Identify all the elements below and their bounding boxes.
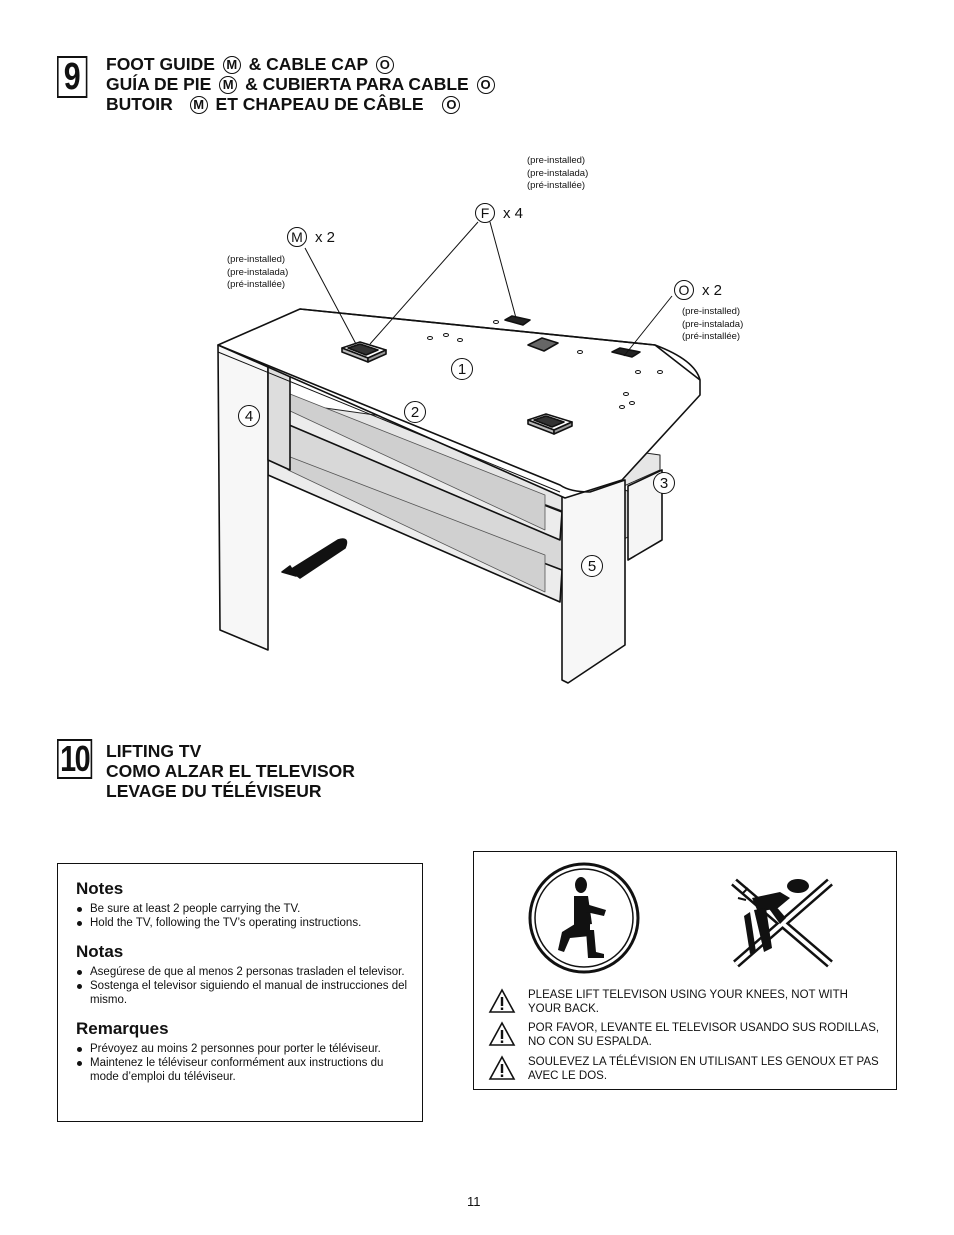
warning-triangle-icon — [488, 1021, 516, 1046]
notes-list-es: Asegúrese de que al menos 2 personas tra… — [76, 965, 408, 1007]
part-m-quantity: M x 2 — [287, 227, 335, 247]
part-o-quantity: O x 2 — [674, 280, 722, 300]
title-text: & CUBIERTA PARA CABLE — [245, 74, 469, 94]
note-line: (pre-instalada) — [227, 266, 289, 278]
part-m-badge: M — [219, 75, 238, 94]
pre-installed-note-o: (pre-installed) (pre-instalada) (pré-ins… — [682, 306, 743, 344]
callout-3: 3 — [653, 472, 675, 494]
callout-4: 4 — [238, 405, 260, 427]
title-text: ET CHAPEAU DE CÂBLE — [215, 94, 424, 114]
note-item: Be sure at least 2 people carrying the T… — [76, 902, 408, 916]
notes-heading-fr: Remarques — [76, 1019, 169, 1038]
step-10-title: LIFTING TV COMO ALZAR EL TELEVISOR LEVAG… — [106, 741, 355, 801]
notes-box: Notes Be sure at least 2 people carrying… — [57, 863, 423, 1122]
step-10-title-line-en: LIFTING TV — [106, 741, 202, 761]
step-9-number: 9 — [57, 56, 88, 98]
incorrect-lift-icon — [731, 878, 833, 968]
warning-row-fr: SOULEVEZ LA TÉLÉVISION EN UTILISANT LES … — [488, 1055, 884, 1083]
callout-2: 2 — [404, 401, 426, 423]
step-9-title-line-fr: BUTOIR M ET CHAPEAU DE CÂBLE O — [106, 94, 498, 114]
title-text: FOOT GUIDE — [106, 54, 215, 74]
notes-list-en: Be sure at least 2 people carrying the T… — [76, 902, 408, 930]
callout-5: 5 — [581, 555, 603, 577]
note-line: (pre-instalada) — [527, 167, 589, 179]
warning-triangle-icon — [488, 988, 516, 1013]
quantity-label: x 4 — [503, 204, 524, 222]
callout-1: 1 — [451, 358, 473, 380]
note-item: Maintenez le téléviseur conformément aux… — [76, 1056, 408, 1084]
note-line: (pre-instalada) — [682, 318, 744, 330]
step-9-title-line-es: GUÍA DE PIE M & CUBIERTA PARA CABLE O — [106, 74, 498, 94]
pre-installed-note-f: (pre-installed) (pre-instalada) (pré-ins… — [527, 155, 588, 193]
note-line: (pré-installée) — [527, 180, 586, 191]
warning-triangle-icon — [488, 1055, 516, 1080]
note-line: (pre-installed) — [227, 254, 286, 265]
warning-row-en: PLEASE LIFT TELEVISON USING YOUR KNEES, … — [488, 988, 884, 1016]
step-9-title: FOOT GUIDE M & CABLE CAP O GUÍA DE PIE M… — [106, 54, 498, 114]
part-o-badge: O — [442, 95, 461, 114]
step-10-number: 10 — [57, 738, 93, 779]
part-o-badge: O — [674, 280, 694, 300]
note-line: (pré-installée) — [227, 279, 286, 290]
part-o-badge: O — [375, 55, 394, 74]
title-text: & CABLE CAP — [248, 54, 368, 74]
note-line: (pre-installed) — [527, 155, 586, 166]
note-item: Hold the TV, following the TV’s operatin… — [76, 916, 408, 930]
quantity-label: x 2 — [315, 228, 336, 246]
part-m-badge: M — [287, 227, 307, 247]
step-9-title-line-en: FOOT GUIDE M & CABLE CAP O — [106, 54, 498, 74]
note-line: (pré-installée) — [682, 331, 741, 342]
note-line: (pre-installed) — [682, 306, 741, 317]
correct-lift-icon — [528, 862, 640, 974]
notes-list-fr: Prévoyez au moins 2 personnes pour porte… — [76, 1042, 408, 1084]
tv-stand-diagram — [217, 221, 701, 684]
step-10-title-line-fr: LEVAGE DU TÉLÉVISEUR — [106, 781, 322, 801]
warning-text-en: PLEASE LIFT TELEVISON USING YOUR KNEES, … — [528, 989, 848, 1015]
pre-installed-note-m: (pre-installed) (pre-instalada) (pré-ins… — [227, 254, 288, 292]
part-m-badge: M — [189, 95, 208, 114]
notes-heading-es: Notas — [76, 942, 124, 961]
warning-text-fr: SOULEVEZ LA TÉLÉVISION EN UTILISANT LES … — [528, 1056, 879, 1082]
title-text: BUTOIR — [106, 94, 173, 114]
note-item: Prévoyez au moins 2 personnes pour porte… — [76, 1042, 408, 1056]
quantity-label: x 2 — [702, 281, 723, 299]
page-number: 11 — [467, 1194, 481, 1209]
warning-text-es: POR FAVOR, LEVANTE EL TELEVISOR USANDO S… — [528, 1022, 880, 1048]
title-text: GUÍA DE PIE — [106, 74, 212, 94]
warning-row-es: POR FAVOR, LEVANTE EL TELEVISOR USANDO S… — [488, 1021, 884, 1049]
note-item: Sostenga el televisor siguiendo el manua… — [76, 979, 408, 1007]
part-o-badge: O — [476, 75, 495, 94]
note-item: Asegúrese de que al menos 2 personas tra… — [76, 965, 408, 979]
lifting-illustrations — [528, 862, 833, 974]
step-10-title-line-es: COMO ALZAR EL TELEVISOR — [106, 761, 355, 781]
notes-heading-en: Notes — [76, 879, 124, 898]
part-f-quantity: F x 4 — [475, 203, 523, 223]
lifting-warning-box: PLEASE LIFT TELEVISON USING YOUR KNEES, … — [473, 851, 897, 1090]
part-m-badge: M — [222, 55, 241, 74]
part-f-badge: F — [475, 203, 495, 223]
